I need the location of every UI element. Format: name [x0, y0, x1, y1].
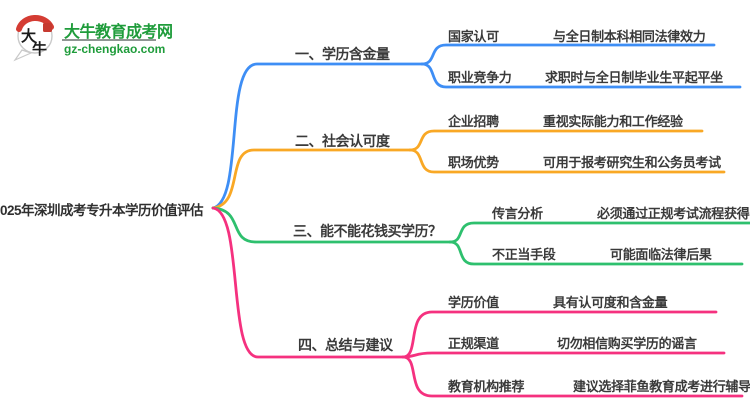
b2-row2-label: 职场优势	[448, 155, 499, 170]
b1-row2-desc: 求职时与全日制毕业生平起平坐	[545, 70, 723, 85]
logo-divider	[62, 39, 156, 41]
b3-row1-line	[448, 221, 750, 244]
b2-row1-label: 企业招聘	[448, 114, 499, 129]
b4-row1-label: 学历价值	[448, 295, 499, 310]
b4-row2-desc: 切勿相信购买学历的谣言	[557, 336, 697, 351]
b4-row2-label: 正规渠道	[448, 336, 499, 351]
logo-char-da: 大	[21, 27, 36, 45]
b4-row3-desc: 建议选择菲鱼教育成考进行辅导	[573, 379, 750, 394]
branch-2-label: 二、社会认可度	[295, 133, 390, 149]
b1-row1-desc: 与全日制本科相同法律效力	[553, 29, 706, 44]
b2-row1-line	[408, 129, 704, 152]
b1-row1-line	[420, 43, 716, 66]
b4-row1-desc: 具有认可度和含金量	[553, 295, 668, 310]
logo-title: 大牛教育成考网	[64, 24, 173, 41]
b1-row2-line	[420, 62, 742, 89]
b3-trunk-line	[211, 206, 452, 244]
b4-row2-line	[401, 351, 726, 359]
b4-row3-label: 教育机构推荐	[448, 379, 525, 394]
b2-row2-desc: 可用于报考研究生和公务员考试	[543, 155, 721, 170]
b4-row1-line	[401, 310, 718, 359]
b3-row2-label: 不正当手段	[492, 247, 556, 262]
daniu-speech-bubble-icon: 大 牛	[13, 14, 54, 62]
b3-row1-desc: 必须通过正规考试流程获得	[597, 206, 750, 221]
b2-row2-line	[408, 148, 726, 174]
b2-row1-desc: 重视实际能力和工作经验	[543, 114, 683, 129]
b1-row1-label: 国家认可	[448, 29, 499, 44]
central-topic: 2025年深圳成考专升本学历价值评估	[0, 203, 204, 218]
b3-row2-line	[448, 240, 744, 266]
logo-char-niu: 牛	[32, 40, 47, 58]
b4-trunk-line	[211, 206, 405, 359]
branch-1-label: 一、学历含金量	[295, 46, 390, 62]
b3-row2-desc: 可能面临法律后果	[610, 247, 712, 262]
b1-trunk-line	[211, 62, 424, 210]
site-logo: 大 牛 大牛教育成考网 gz-chengkao.com	[12, 10, 202, 62]
b3-row1-label: 传言分析	[492, 206, 543, 221]
branch-3-label: 三、能不能花钱买学历？	[293, 223, 442, 239]
b2-trunk-line	[211, 148, 412, 210]
logo-domain: gz-chengkao.com	[64, 42, 166, 56]
b4-row3-line	[401, 355, 744, 398]
branch-4-label: 四、总结与建议	[298, 337, 393, 353]
b1-row2-label: 职业竞争力	[448, 70, 512, 85]
